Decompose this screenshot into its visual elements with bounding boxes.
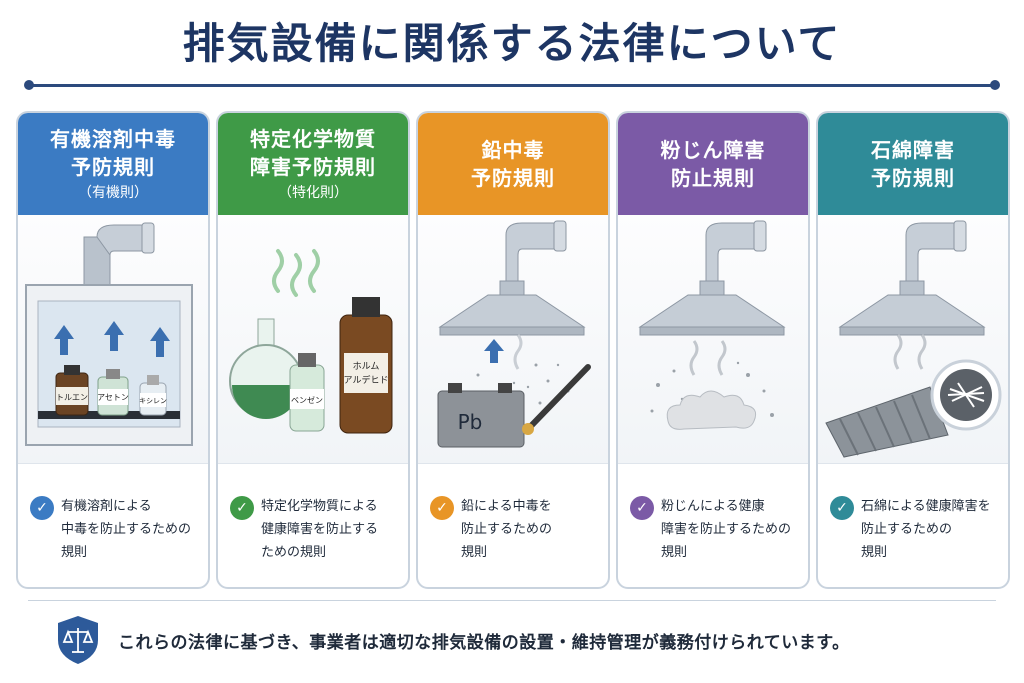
card-abbreviation: （有機則） <box>78 185 148 201</box>
scales-of-justice-icon <box>58 616 98 664</box>
card-title-line1: 有機溶剤中毒 <box>50 127 176 151</box>
footer-note: これらの法律に基づき、事業者は適切な排気設備の設置・維持管理が義務付けられていま… <box>56 612 996 668</box>
bottle-label-toluene: トルエン <box>56 393 88 402</box>
card-dust-hazard: 粉じん障害 防止規則 <box>616 111 810 589</box>
bottle-label-acetone: アセトン <box>97 393 129 402</box>
card-title-line2: 予防規則 <box>471 166 555 190</box>
bottle-label-benzene: ベンゼン <box>291 395 323 405</box>
law-cards: 有機溶剤中毒 予防規則 （有機則） <box>16 111 1010 589</box>
card-organic-solvent: 有機溶剤中毒 予防規則 （有機則） <box>16 111 210 589</box>
card-header: 石綿障害 予防規則 <box>818 113 1008 215</box>
lead-hood-illustration: Pb <box>418 215 608 464</box>
card-title-line1: 特定化学物質 <box>250 127 376 151</box>
footer-text: これらの法律に基づき、事業者は適切な排気設備の設置・維持管理が義務付けられていま… <box>118 632 850 653</box>
card-title-line2: 防止規則 <box>671 166 755 190</box>
check-icon: ✓ <box>230 496 254 520</box>
card-header: 有機溶剤中毒 予防規則 （有機則） <box>18 113 208 215</box>
card-description: ✓ 石綿による健康障害を 防止するための 規則 <box>830 495 996 564</box>
airflow-arrows-icon <box>54 321 170 357</box>
card-header: 粉じん障害 防止規則 <box>618 113 808 215</box>
card-description: ✓ 粉じんによる健康 障害を防止するための 規則 <box>630 495 796 564</box>
card-description: ✓ 有機溶剤による 中毒を防止するための 規則 <box>30 495 196 564</box>
card-description: ✓ 鉛による中毒を 防止するための 規則 <box>430 495 596 564</box>
bottle-label-formaldehyde-2: アルデヒド <box>344 374 389 386</box>
asbestos-hood-illustration <box>818 215 1008 464</box>
check-icon: ✓ <box>30 496 54 520</box>
card-abbreviation: （特化則） <box>278 185 348 201</box>
card-title-line2: 予防規則 <box>871 166 955 190</box>
card-header: 鉛中毒 予防規則 <box>418 113 608 215</box>
card-lead-poisoning: 鉛中毒 予防規則 Pb <box>416 111 610 589</box>
card-title-line2: 予防規則 <box>71 155 155 179</box>
card-title-line1: 粉じん障害 <box>660 138 766 162</box>
chemical-bottles-illustration: ベンゼン ホルム アルデヒド <box>218 215 408 464</box>
lead-symbol: Pb <box>458 410 483 434</box>
vapor-icon <box>272 249 320 297</box>
card-specified-chemicals: 特定化学物質 障害予防規則 （特化則） ベンゼン <box>216 111 410 589</box>
card-title-line1: 鉛中毒 <box>481 138 545 162</box>
card-header: 特定化学物質 障害予防規則 （特化則） <box>218 113 408 215</box>
card-asbestos-hazard: 石綿障害 予防規則 <box>816 111 1010 589</box>
fume-hood-illustration: トルエン アセトン キシレン <box>18 215 208 464</box>
title-divider <box>24 80 1000 90</box>
footer-divider <box>28 600 996 601</box>
bottle-label-xylene: キシレン <box>139 397 167 405</box>
check-icon: ✓ <box>630 496 654 520</box>
page-title: 排気設備に関係する法律について <box>182 19 842 68</box>
check-icon: ✓ <box>830 496 854 520</box>
card-title-line1: 石綿障害 <box>871 138 955 162</box>
bottle-label-formaldehyde-1: ホルム <box>353 361 380 372</box>
dust-hood-illustration <box>618 215 808 464</box>
card-title-line2: 障害予防規則 <box>250 155 376 179</box>
card-description: ✓ 特定化学物質による 健康障害を防止する ための規則 <box>230 495 396 564</box>
check-icon: ✓ <box>430 496 454 520</box>
